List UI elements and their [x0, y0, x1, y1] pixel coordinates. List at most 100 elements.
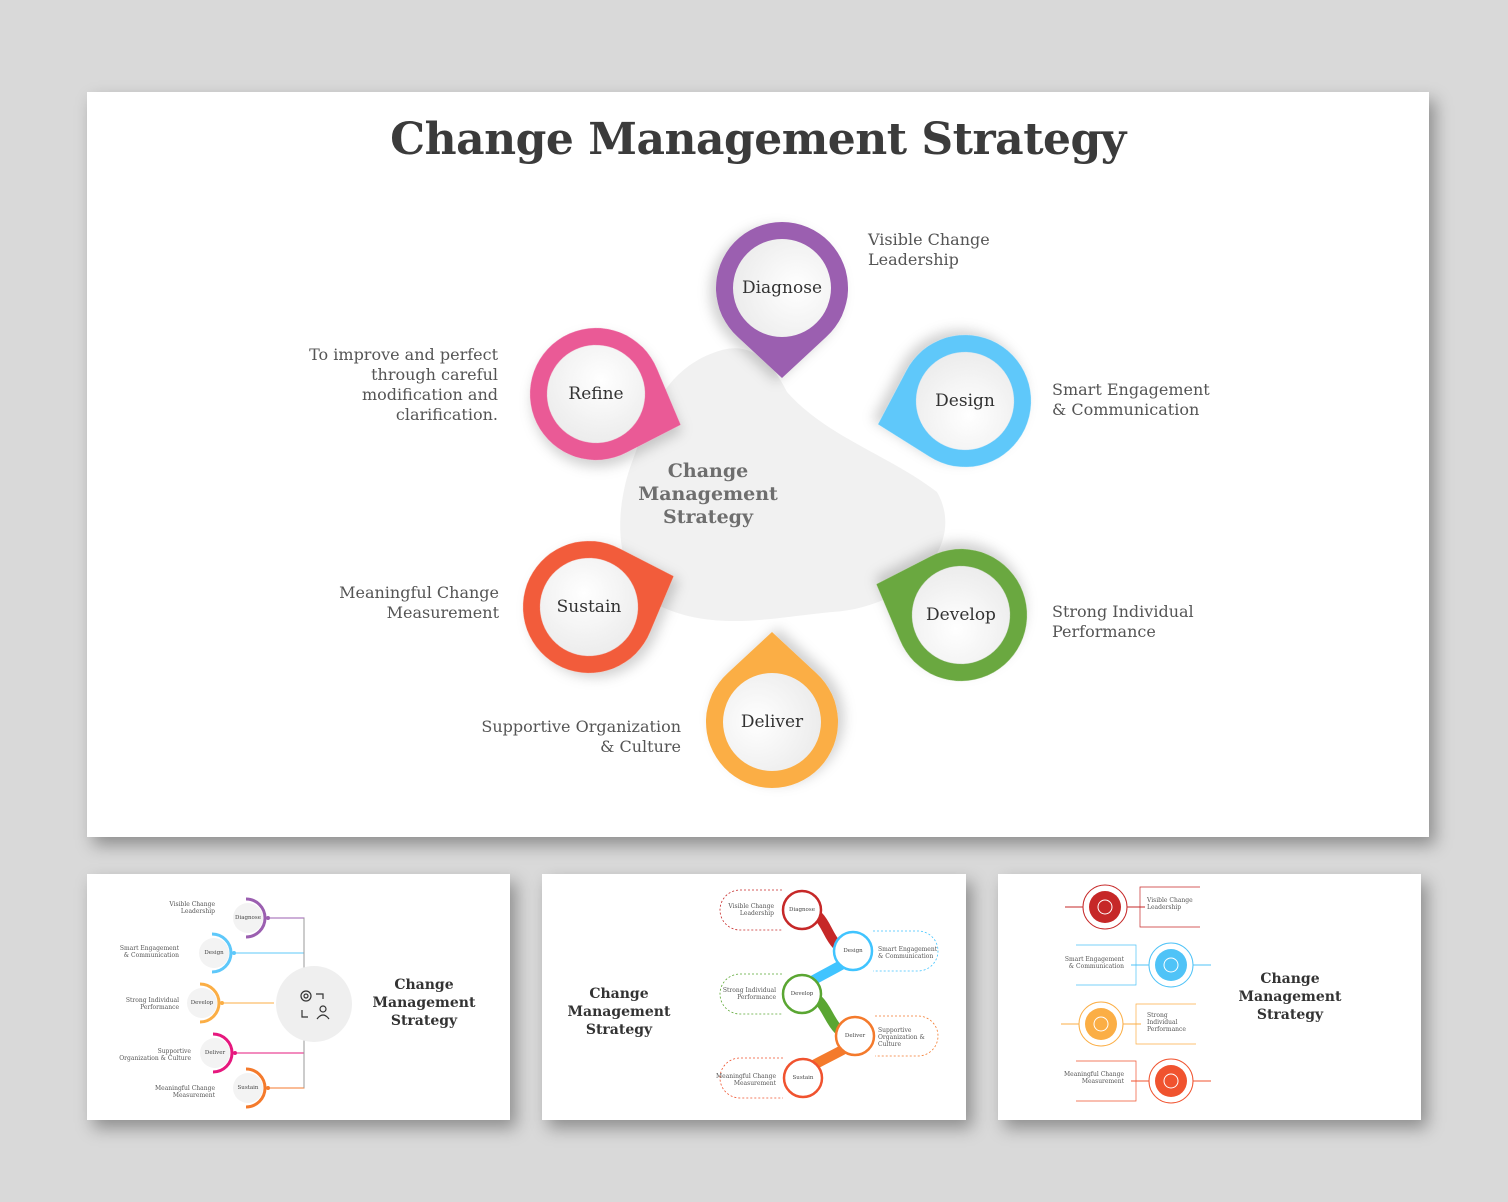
t1-node-label: Develop	[190, 1000, 214, 1006]
center-blob	[620, 348, 946, 622]
pin-inner-design	[916, 352, 1014, 450]
t2-description: Meaningful Change Measurement	[716, 1073, 776, 1087]
t3-node	[1089, 891, 1121, 923]
pin-sustain	[523, 541, 674, 673]
t1-node	[200, 1038, 230, 1068]
pin-develop	[876, 549, 1027, 681]
t1-connector	[268, 1068, 305, 1089]
t2-description-outline	[719, 1057, 783, 1099]
t1-description: Supportive Organization & Culture	[119, 1048, 191, 1062]
t2-description-outline	[719, 973, 782, 1015]
t1-node-arc	[212, 1032, 234, 1074]
t3-description: Meaningful Change Measurement	[1064, 1071, 1124, 1085]
main-slide: Change Management Strategy Change Manage…	[87, 92, 1429, 837]
t2-node-label: Design	[843, 948, 863, 954]
hierarchy-icon	[1097, 899, 1113, 915]
t2-node	[782, 1057, 824, 1099]
t1-node	[233, 903, 263, 933]
t2-description: Visible Change Leadership	[728, 903, 774, 917]
t1-node-label: Sustain	[237, 1085, 259, 1091]
t3-description: Smart Engagement & Communication	[1064, 956, 1124, 970]
slide-title: Change Management Strategy	[390, 114, 1126, 165]
t1-node-arc	[211, 932, 233, 974]
t2-node	[781, 973, 823, 1015]
t1-node-dot	[233, 1051, 237, 1055]
signal-icon	[1163, 1073, 1179, 1089]
t1-connector	[268, 917, 305, 938]
t1-node-label: Design	[204, 950, 224, 956]
t2-node-label: Deliver	[844, 1033, 866, 1039]
t3-node	[1085, 1008, 1117, 1040]
t1-node	[199, 938, 229, 968]
step-description-develop: Strong Individual Performance	[1052, 602, 1194, 641]
target-icon	[1093, 1016, 1109, 1032]
t1-node-arc	[245, 1067, 267, 1109]
t2-title: Change Management Strategy	[567, 986, 671, 1038]
step-label-design: Design	[935, 391, 995, 411]
t1-connector	[234, 952, 305, 973]
pin-inner-deliver	[723, 673, 821, 771]
t2-node-label: Develop	[790, 991, 814, 997]
t2-node-label: Diagnose	[789, 907, 815, 913]
t2-description: Strong Individual Performance	[722, 987, 776, 1001]
step-label-diagnose: Diagnose	[741, 278, 823, 298]
pin-diagnose	[716, 222, 848, 378]
t1-node-arc	[245, 897, 267, 939]
t2-node	[834, 1015, 876, 1057]
t2-node-label: Sustain	[792, 1075, 814, 1081]
t3-description: Strong Individual Performance	[1147, 1012, 1186, 1033]
t1-node	[187, 988, 217, 1018]
t1-description: Smart Engagement & Communication	[119, 945, 179, 959]
t1-node-dot	[266, 1086, 270, 1090]
pin-refine	[530, 328, 681, 460]
t2-node	[781, 889, 823, 931]
thumbnail-2-diagram	[719, 889, 939, 1099]
step-description-design: Smart Engagement & Communication	[1052, 380, 1210, 419]
t3-node	[1155, 1065, 1187, 1097]
t3-title: Change Management Strategy	[1238, 971, 1342, 1023]
pin-deliver	[706, 632, 838, 788]
thumbnail-1-diagram	[187, 897, 352, 1109]
step-description-diagnose: Visible Change Leadership	[868, 230, 990, 269]
pin-design	[878, 335, 1031, 467]
t1-node	[233, 1073, 263, 1103]
t2-description-outline	[719, 889, 782, 931]
thumbnail-slide-2[interactable]: Change Management Strategy Visible Chang…	[542, 874, 966, 1120]
cycle-diagram	[523, 222, 1031, 788]
step-label-sustain: Sustain	[556, 597, 622, 617]
t3-bracket	[1076, 944, 1137, 986]
t1-description: Strong Individual Performance	[125, 997, 179, 1011]
t3-bracket	[1139, 886, 1200, 928]
t3-bracket	[1135, 1003, 1196, 1045]
t3-node	[1155, 949, 1187, 981]
pin-inner-sustain	[540, 558, 638, 656]
t2-description: Smart Engagement & Communication	[878, 946, 938, 960]
t1-node-label: Deliver	[204, 1050, 226, 1056]
t1-node-dot	[266, 916, 270, 920]
t1-node-dot	[220, 1001, 224, 1005]
t2-description-outline	[875, 1015, 939, 1057]
t1-description: Meaningful Change Measurement	[155, 1085, 215, 1099]
thumbnail-3-diagram	[1061, 884, 1211, 1104]
t1-hub	[276, 966, 352, 1042]
step-label-develop: Develop	[926, 605, 996, 625]
pin-inner-develop	[912, 566, 1010, 664]
pin-inner-diagnose	[733, 239, 831, 337]
t1-node-arc	[199, 982, 221, 1024]
step-description-sustain: Meaningful Change Measurement	[339, 583, 499, 622]
t2-node	[832, 930, 874, 972]
t1-description: Visible Change Leadership	[169, 901, 215, 915]
thumbnail-slide-1[interactable]: Visible Change Leadership Smart Engageme…	[87, 874, 510, 1120]
t2-description: Supportive Organization & Culture	[878, 1027, 925, 1048]
step-label-refine: Refine	[568, 384, 624, 404]
t3-bracket	[1076, 1060, 1137, 1102]
step-description-deliver: Supportive Organization & Culture	[481, 717, 681, 756]
t1-node-dot	[232, 951, 236, 955]
center-label: Change Management Strategy	[638, 460, 778, 528]
t2-description-outline	[873, 930, 939, 972]
t1-node-label: Diagnose	[235, 915, 261, 921]
step-label-deliver: Deliver	[740, 712, 804, 732]
t1-title: Change Management Strategy	[372, 977, 476, 1029]
thumbnail-slide-3[interactable]: Visible Change Leadership Smart Engageme…	[998, 874, 1421, 1120]
step-description-refine: To improve and perfect through careful m…	[309, 345, 498, 424]
